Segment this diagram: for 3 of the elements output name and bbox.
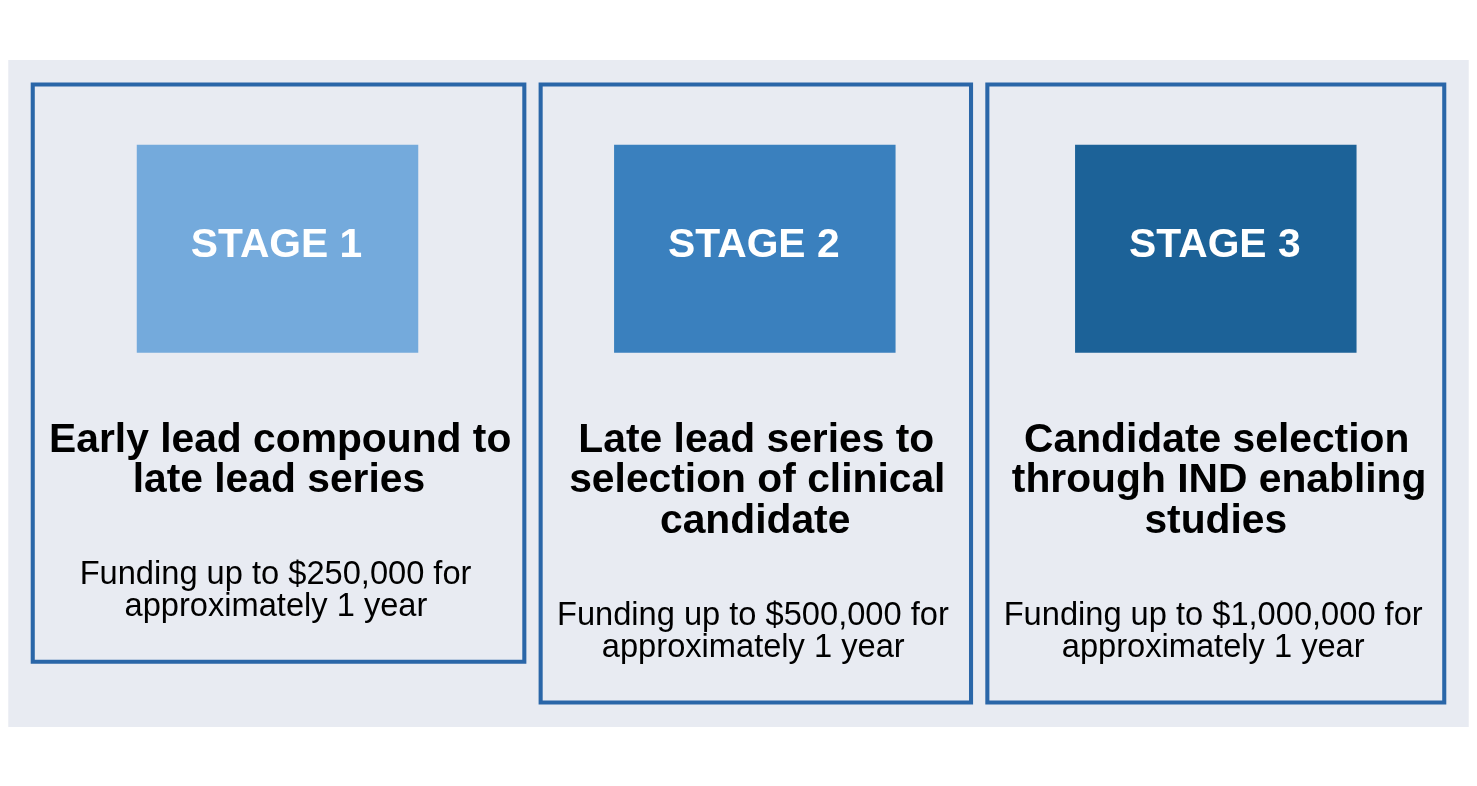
node-box: STAGE 2	[614, 144, 896, 353]
node-box: STAGE 3	[1075, 144, 1357, 353]
node-box: STAGE 1	[136, 144, 419, 353]
